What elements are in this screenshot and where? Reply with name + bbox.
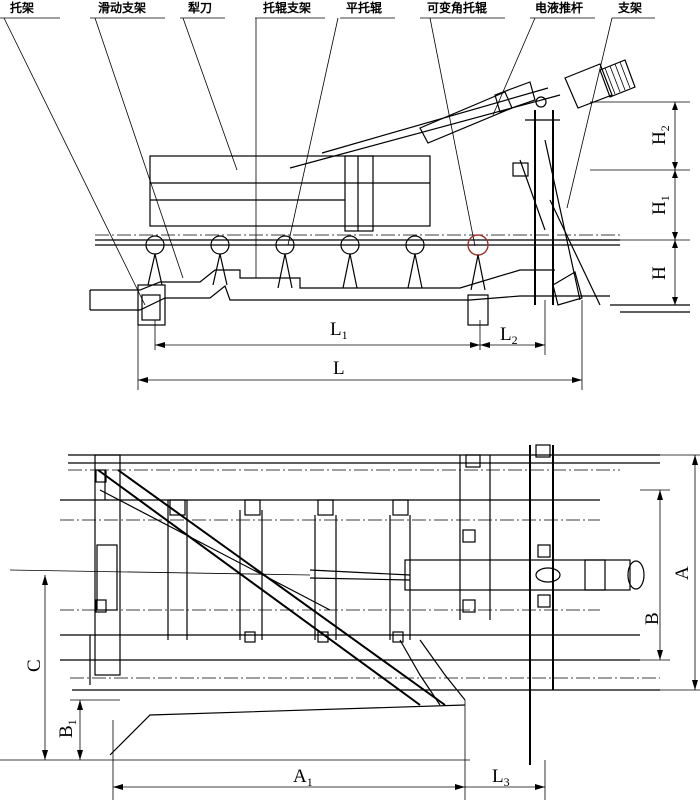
carrier-frame-foot [137, 284, 166, 326]
elevation-view: H2 H1 H L1 L2 [89, 59, 690, 390]
dim-L1: L1 [154, 319, 481, 350]
label-carrier-frame: 托架 [10, 0, 34, 15]
flat-roller [275, 235, 295, 289]
plough-blade-body [149, 155, 431, 227]
dim-label-H: H [649, 266, 670, 280]
dim-label-L: L [333, 358, 345, 379]
label-roller-support: 托辊支架 [263, 0, 311, 15]
plough-blade-plan [97, 469, 446, 706]
pusher-motor [584, 559, 631, 591]
dim-C: C [24, 575, 48, 760]
label-support-frame: 支架 [617, 0, 642, 15]
dim-B1: B1 [56, 700, 83, 760]
dim-label-H2: H2 [649, 125, 672, 145]
dim-A: A [660, 454, 700, 691]
component-labels: 托架 滑动支架 犁刀 托辊支架 平托辊 可变角托辊 电液推杆 支架 [10, 0, 642, 15]
dim-label-C: C [24, 659, 45, 672]
dim-label-B: B [642, 612, 663, 625]
dim-H2: H2 [649, 102, 678, 170]
dim-L2: L2 [480, 300, 546, 355]
dim-label-L3: L3 [492, 766, 510, 789]
flat-roller [405, 235, 425, 289]
label-flat-roller: 平托辊 [346, 0, 382, 15]
blade-post [344, 155, 374, 232]
dim-label-L2: L2 [500, 324, 518, 347]
dim-L3: L3 [465, 760, 546, 800]
dim-B: B [640, 489, 670, 661]
dim-label-A1: A1 [293, 766, 313, 789]
dim-L: L [137, 300, 583, 390]
dim-A1: A1 [112, 700, 466, 800]
pusher-pivot-icon [535, 96, 547, 108]
discharge-chute [109, 639, 466, 756]
roller-supports-plan [167, 499, 411, 643]
label-sliding-support: 滑动支架 [98, 0, 146, 15]
pusher-pivot-icon [535, 567, 561, 583]
pusher-plan [9, 454, 645, 620]
support-frame-plan [529, 444, 554, 765]
support-frame [512, 110, 601, 306]
variable-angle-roller [467, 234, 489, 291]
dim-H: H [649, 240, 678, 305]
dim-H1: H1 [649, 170, 678, 240]
label-plough-blade: 犁刀 [188, 0, 212, 15]
dim-label-B1: B1 [56, 719, 79, 738]
label-variable-angle-roller: 可变角托辊 [427, 0, 487, 15]
base-frame [89, 269, 690, 326]
plan-view: A B C B1 [0, 444, 700, 800]
flat-roller [340, 235, 360, 289]
flat-roller [210, 235, 230, 286]
label-electro-hydraulic-pusher: 电液推杆 [535, 0, 583, 15]
electro-hydraulic-pusher [289, 59, 636, 169]
dim-label-L1: L1 [330, 319, 348, 342]
dim-label-A: A [672, 566, 693, 580]
carrier-frame-foot [467, 294, 489, 326]
flat-roller [145, 235, 165, 286]
dim-label-H1: H1 [649, 195, 672, 215]
pusher-motor [564, 63, 613, 109]
